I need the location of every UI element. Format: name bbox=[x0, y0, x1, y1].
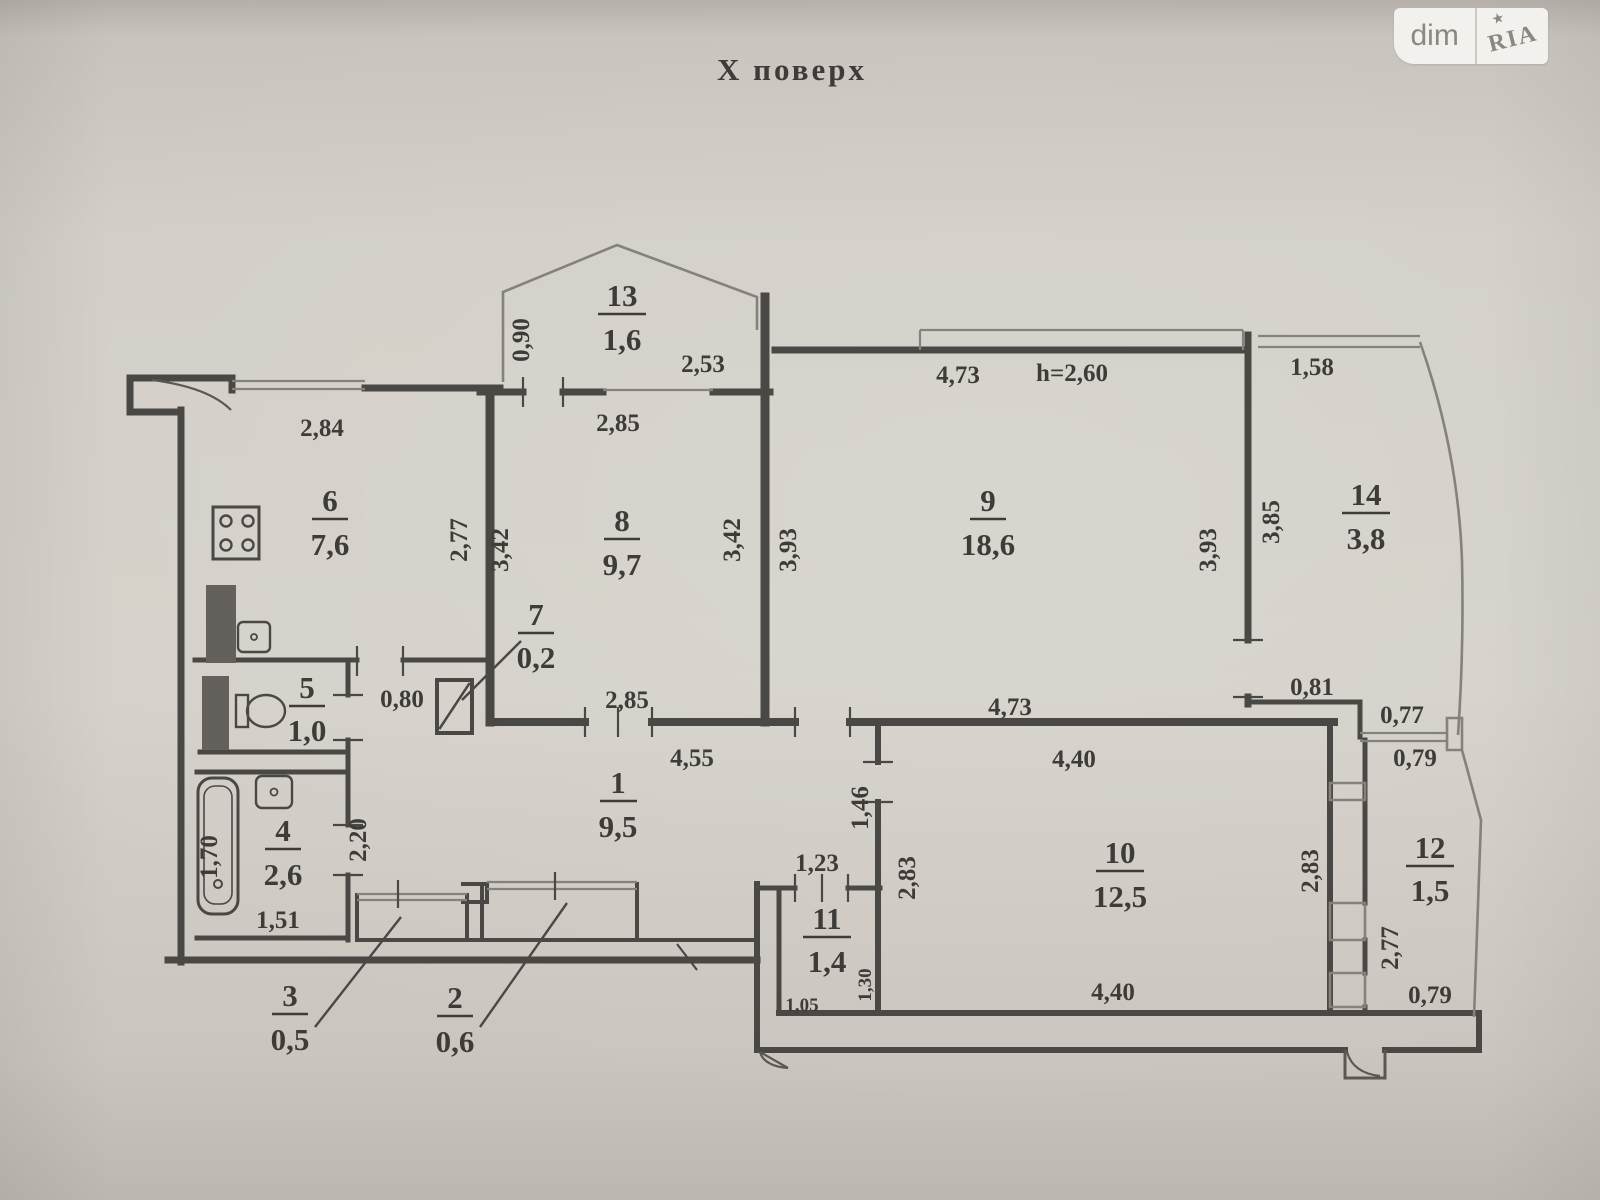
dim-label: 2,77 bbox=[1377, 926, 1404, 970]
bathtub-drain-icon bbox=[213, 879, 223, 889]
logo-ria-block: ★ RIA bbox=[1477, 8, 1548, 64]
dim-label: 1,46 bbox=[847, 786, 874, 830]
leader-lines bbox=[314, 640, 568, 1028]
dim-label: 4,40 bbox=[1091, 979, 1135, 1006]
room-3-number: 3 bbox=[282, 978, 298, 1013]
opening-ticks bbox=[333, 377, 1263, 971]
dimension-labels: 2,84 2,77 0,90 2,53 2,85 3,42 3,42 3,93 … bbox=[196, 318, 1452, 1016]
room-7-number: 7 bbox=[528, 597, 544, 632]
walls-inner bbox=[192, 657, 1368, 1016]
bathroom-fixtures bbox=[196, 676, 294, 916]
dim-label: 0,79 bbox=[1408, 982, 1452, 1009]
room-4-number: 4 bbox=[275, 813, 291, 848]
room-12-number: 12 bbox=[1415, 830, 1446, 865]
room-10-area: 12,5 bbox=[1093, 879, 1147, 914]
dim-label: 1,51 bbox=[256, 907, 300, 934]
dim-label: 4,73 bbox=[988, 694, 1032, 721]
room-4-area: 2,6 bbox=[264, 857, 303, 892]
room-6-area: 7,6 bbox=[311, 527, 350, 562]
room-5-number: 5 bbox=[299, 670, 315, 705]
dim-label: 3,93 bbox=[775, 528, 802, 572]
room-6-number: 6 bbox=[322, 483, 338, 518]
star-icon: ★ bbox=[1490, 10, 1507, 29]
bathtub-icon bbox=[196, 776, 240, 916]
dim-label: 2,53 bbox=[681, 351, 725, 378]
dim-label: 3,42 bbox=[719, 518, 746, 562]
dim-label: 0,80 bbox=[380, 686, 424, 713]
toilet-bowl-icon bbox=[245, 693, 287, 729]
room-9-number: 9 bbox=[980, 483, 996, 518]
dimria-logo: dim ★ RIA bbox=[1394, 8, 1548, 64]
dim-label: 3,42 bbox=[487, 528, 514, 572]
dim-label: 4,40 bbox=[1052, 746, 1096, 773]
room-14-number: 14 bbox=[1351, 477, 1382, 512]
bathtub-inner-icon bbox=[203, 785, 233, 905]
room-7-area: 0,2 bbox=[517, 640, 556, 675]
dim-label: 2,77 bbox=[446, 518, 473, 562]
dim-label: 1,23 bbox=[795, 850, 839, 877]
stove-burners-icon bbox=[219, 514, 255, 552]
room-14-area: 3,8 bbox=[1347, 521, 1386, 556]
door-arcs bbox=[151, 378, 1387, 1080]
dim-label: 2,85 bbox=[605, 687, 649, 714]
fridge-icon bbox=[206, 585, 236, 663]
kitchen-fixtures bbox=[206, 505, 272, 663]
kitchen-sink-icon bbox=[236, 620, 272, 654]
room-2-area: 0,6 bbox=[436, 1024, 475, 1059]
washbasin-drain-icon bbox=[269, 787, 279, 797]
dim-label: 2,83 bbox=[894, 856, 921, 900]
room-11-number: 11 bbox=[812, 901, 841, 936]
page-title: Х поверх bbox=[717, 52, 867, 87]
room-13-number: 13 bbox=[607, 278, 638, 313]
dim-label: 1,05 bbox=[785, 995, 818, 1016]
dim-label: 0,90 bbox=[508, 318, 535, 362]
room-11-area: 1,4 bbox=[808, 944, 847, 979]
dim-label: 2,85 bbox=[596, 410, 640, 437]
room-8-number: 8 bbox=[614, 503, 630, 538]
sink-drain-icon bbox=[250, 633, 258, 641]
room-1-number: 1 bbox=[610, 765, 626, 800]
dim-label: 4,55 bbox=[670, 745, 714, 772]
room-3-area: 0,5 bbox=[271, 1022, 310, 1057]
room-9-area: 18,6 bbox=[961, 527, 1015, 562]
dim-label: 3,93 bbox=[1195, 528, 1222, 572]
washbasin-icon bbox=[254, 774, 294, 810]
dim-label: 1,70 bbox=[196, 835, 223, 879]
dim-label: 2,84 bbox=[300, 415, 344, 442]
room-5-area: 1,0 bbox=[288, 713, 327, 748]
dim-label: 3,85 bbox=[1258, 500, 1285, 544]
dim-label: 2,83 bbox=[1297, 849, 1324, 893]
dim-label: 4,73 bbox=[936, 362, 980, 389]
walls-outer bbox=[126, 292, 1482, 1053]
dim-label: 2,20 bbox=[345, 818, 372, 862]
duct-shaft-icon bbox=[202, 676, 229, 750]
room-2-number: 2 bbox=[447, 980, 463, 1015]
stove-icon bbox=[211, 505, 261, 561]
dim-label: 0,79 bbox=[1393, 745, 1437, 772]
dim-label: 1,30 bbox=[855, 968, 876, 1001]
room-labels: 1 9,5 2 0,6 3 0,5 4 2,6 5 1,0 6 7,6 7 0,… bbox=[264, 278, 1454, 1059]
logo-dim-text: dim bbox=[1394, 8, 1478, 64]
room-12-area: 1,5 bbox=[1411, 873, 1450, 908]
dim-label: 0,81 bbox=[1290, 674, 1334, 701]
room-10-number: 10 bbox=[1105, 835, 1136, 870]
ceiling-height-label: h=2,60 bbox=[1036, 360, 1108, 387]
room-8-area: 9,7 bbox=[603, 547, 642, 582]
dim-label: 0,77 bbox=[1380, 702, 1424, 729]
room-13-area: 1,6 bbox=[603, 322, 642, 357]
dim-label: 1,58 bbox=[1290, 354, 1334, 381]
windows-and-parapets bbox=[232, 243, 1483, 1018]
room-1-area: 9,5 bbox=[599, 809, 638, 844]
